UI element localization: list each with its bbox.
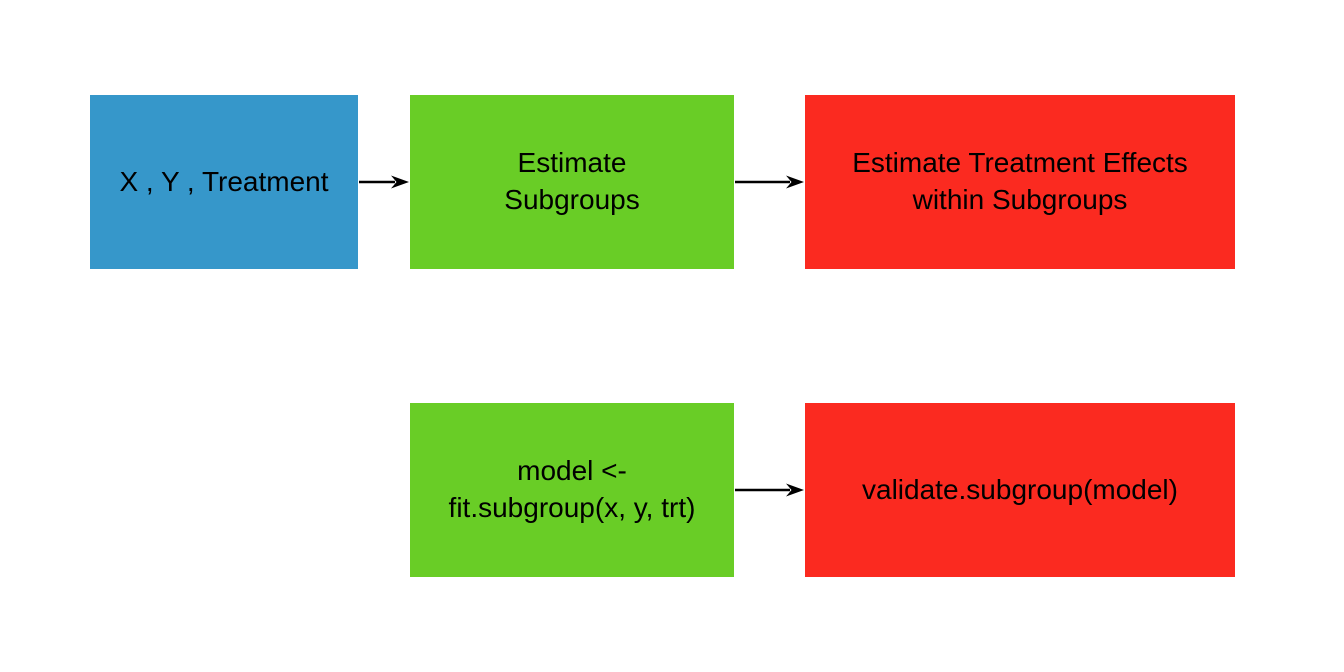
node-estimate-treatment-effects: Estimate Treatment Effects within Subgro… bbox=[805, 95, 1235, 269]
arrow-inputs-to-estimate-subgroups-icon bbox=[359, 175, 409, 189]
node-inputs: X , Y , Treatment bbox=[90, 95, 358, 269]
node-estimate-subgroups: Estimate Subgroups bbox=[410, 95, 734, 269]
arrow-estimate-subgroups-to-treatment-effects-icon bbox=[735, 175, 804, 189]
node-fit-subgroup-code: model <- fit.subgroup(x, y, trt) bbox=[410, 403, 734, 577]
arrow-fit-to-validate-icon bbox=[735, 483, 804, 497]
node-validate-subgroup-code: validate.subgroup(model) bbox=[805, 403, 1235, 577]
